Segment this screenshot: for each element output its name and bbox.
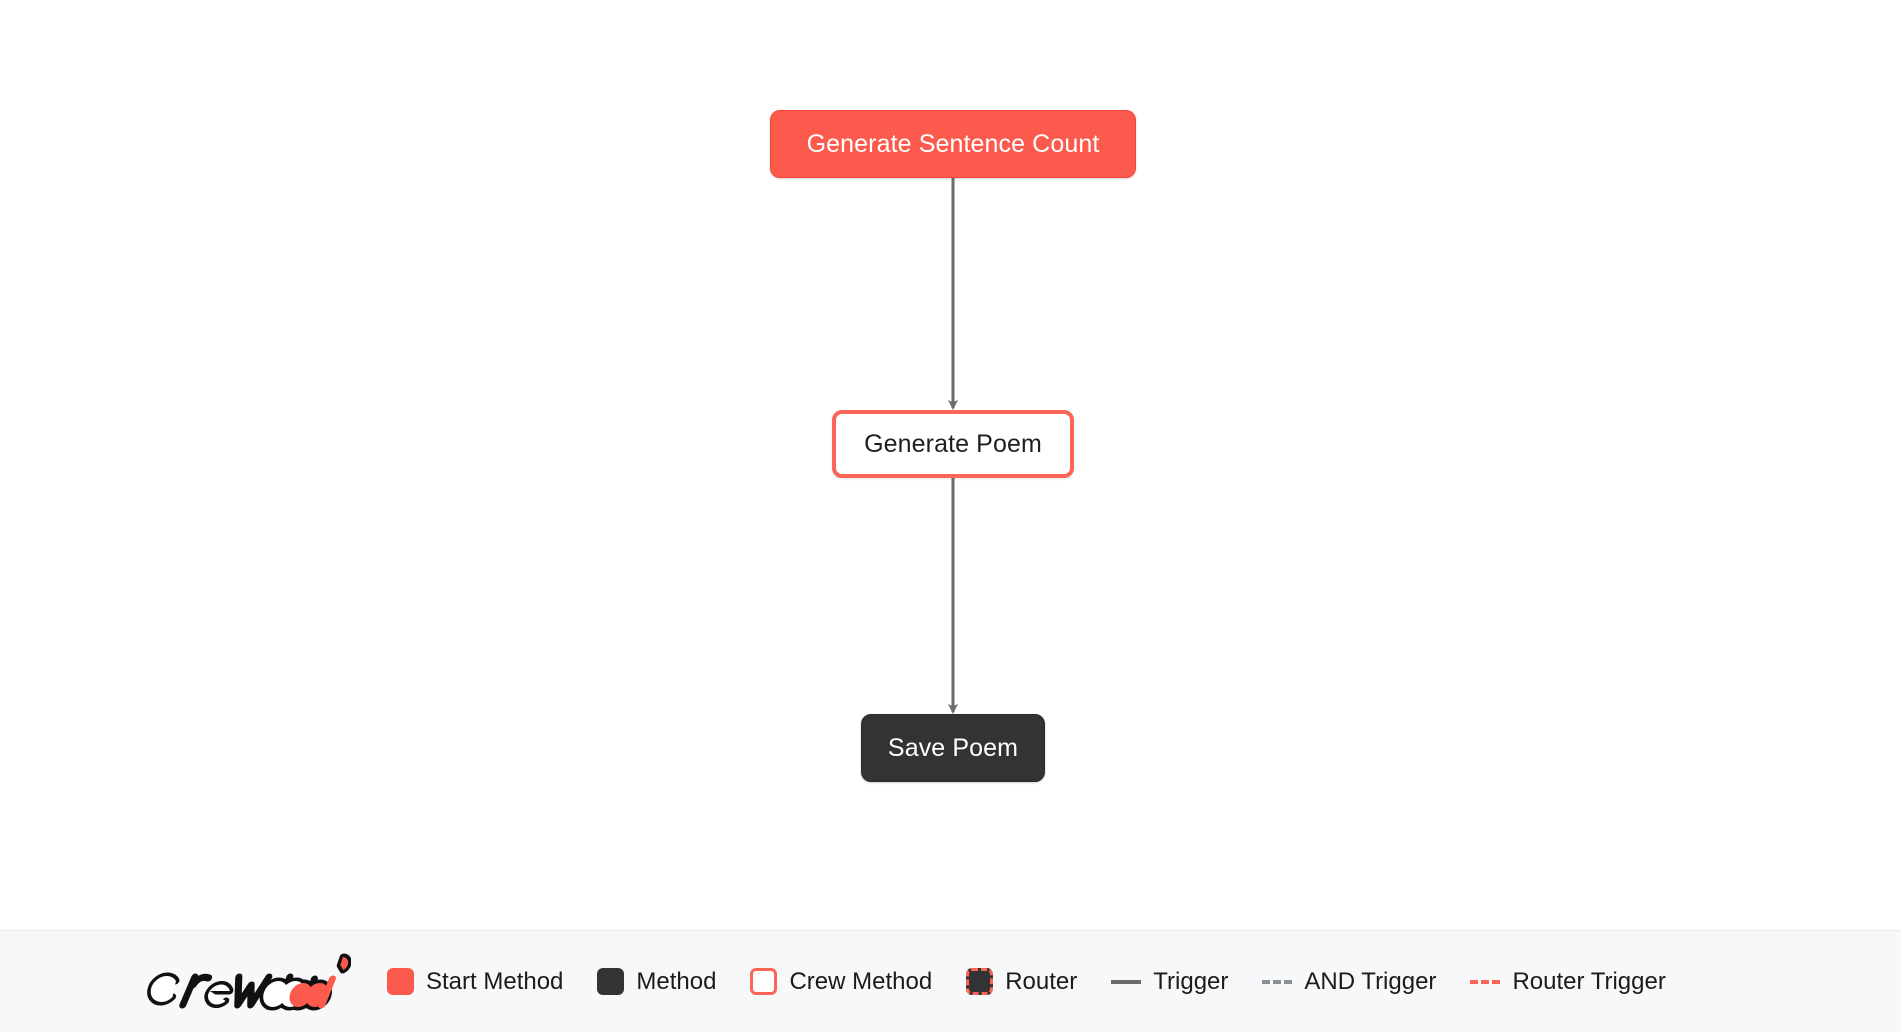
square-filled-coral-icon xyxy=(387,968,414,995)
legend-item-label: AND Trigger xyxy=(1304,967,1437,995)
legend-item-label: Router Trigger xyxy=(1512,967,1666,995)
legend-item-method: Method xyxy=(597,968,716,995)
legend-item-label: Crew Method xyxy=(789,967,933,995)
legend-bar: Start Method Method Crew Method Router T… xyxy=(0,930,1901,1032)
legend-item-router-trigger: Router Trigger xyxy=(1470,967,1666,995)
crewai-logo xyxy=(147,953,351,1010)
legend-item-label: Router xyxy=(1005,967,1078,995)
square-filled-dark-icon xyxy=(597,968,625,995)
legend-item-crew-method: Crew Method xyxy=(750,968,932,995)
line-solid-gray-icon xyxy=(1111,979,1142,984)
node-generate-sentence-count[interactable]: Generate Sentence Count xyxy=(770,110,1136,178)
legend-item-label: Trigger xyxy=(1153,967,1229,995)
legend-item-label: Start Method xyxy=(426,967,564,995)
legend-item-trigger: Trigger xyxy=(1111,967,1229,995)
node-save-poem[interactable]: Save Poem xyxy=(861,714,1045,782)
square-dashed-router-icon xyxy=(966,968,994,995)
legend-item-and-trigger: AND Trigger xyxy=(1262,967,1437,995)
legend-item-router: Router xyxy=(966,968,1077,995)
line-dashed-gray-icon xyxy=(1262,979,1293,984)
square-outline-coral-icon xyxy=(750,968,778,995)
legend-items: Start Method Method Crew Method Router T… xyxy=(387,968,1666,995)
legend-item-start-method: Start Method xyxy=(387,968,563,995)
node-generate-poem[interactable]: Generate Poem xyxy=(832,410,1074,478)
line-dashed-coral-icon xyxy=(1470,979,1501,984)
node-label: Generate Poem xyxy=(864,429,1042,458)
node-label: Generate Sentence Count xyxy=(806,129,1100,158)
legend-item-label: Method xyxy=(636,967,717,995)
node-label: Save Poem xyxy=(887,733,1019,762)
flow-canvas[interactable]: Generate Sentence Count Generate Poem Sa… xyxy=(0,0,1901,930)
